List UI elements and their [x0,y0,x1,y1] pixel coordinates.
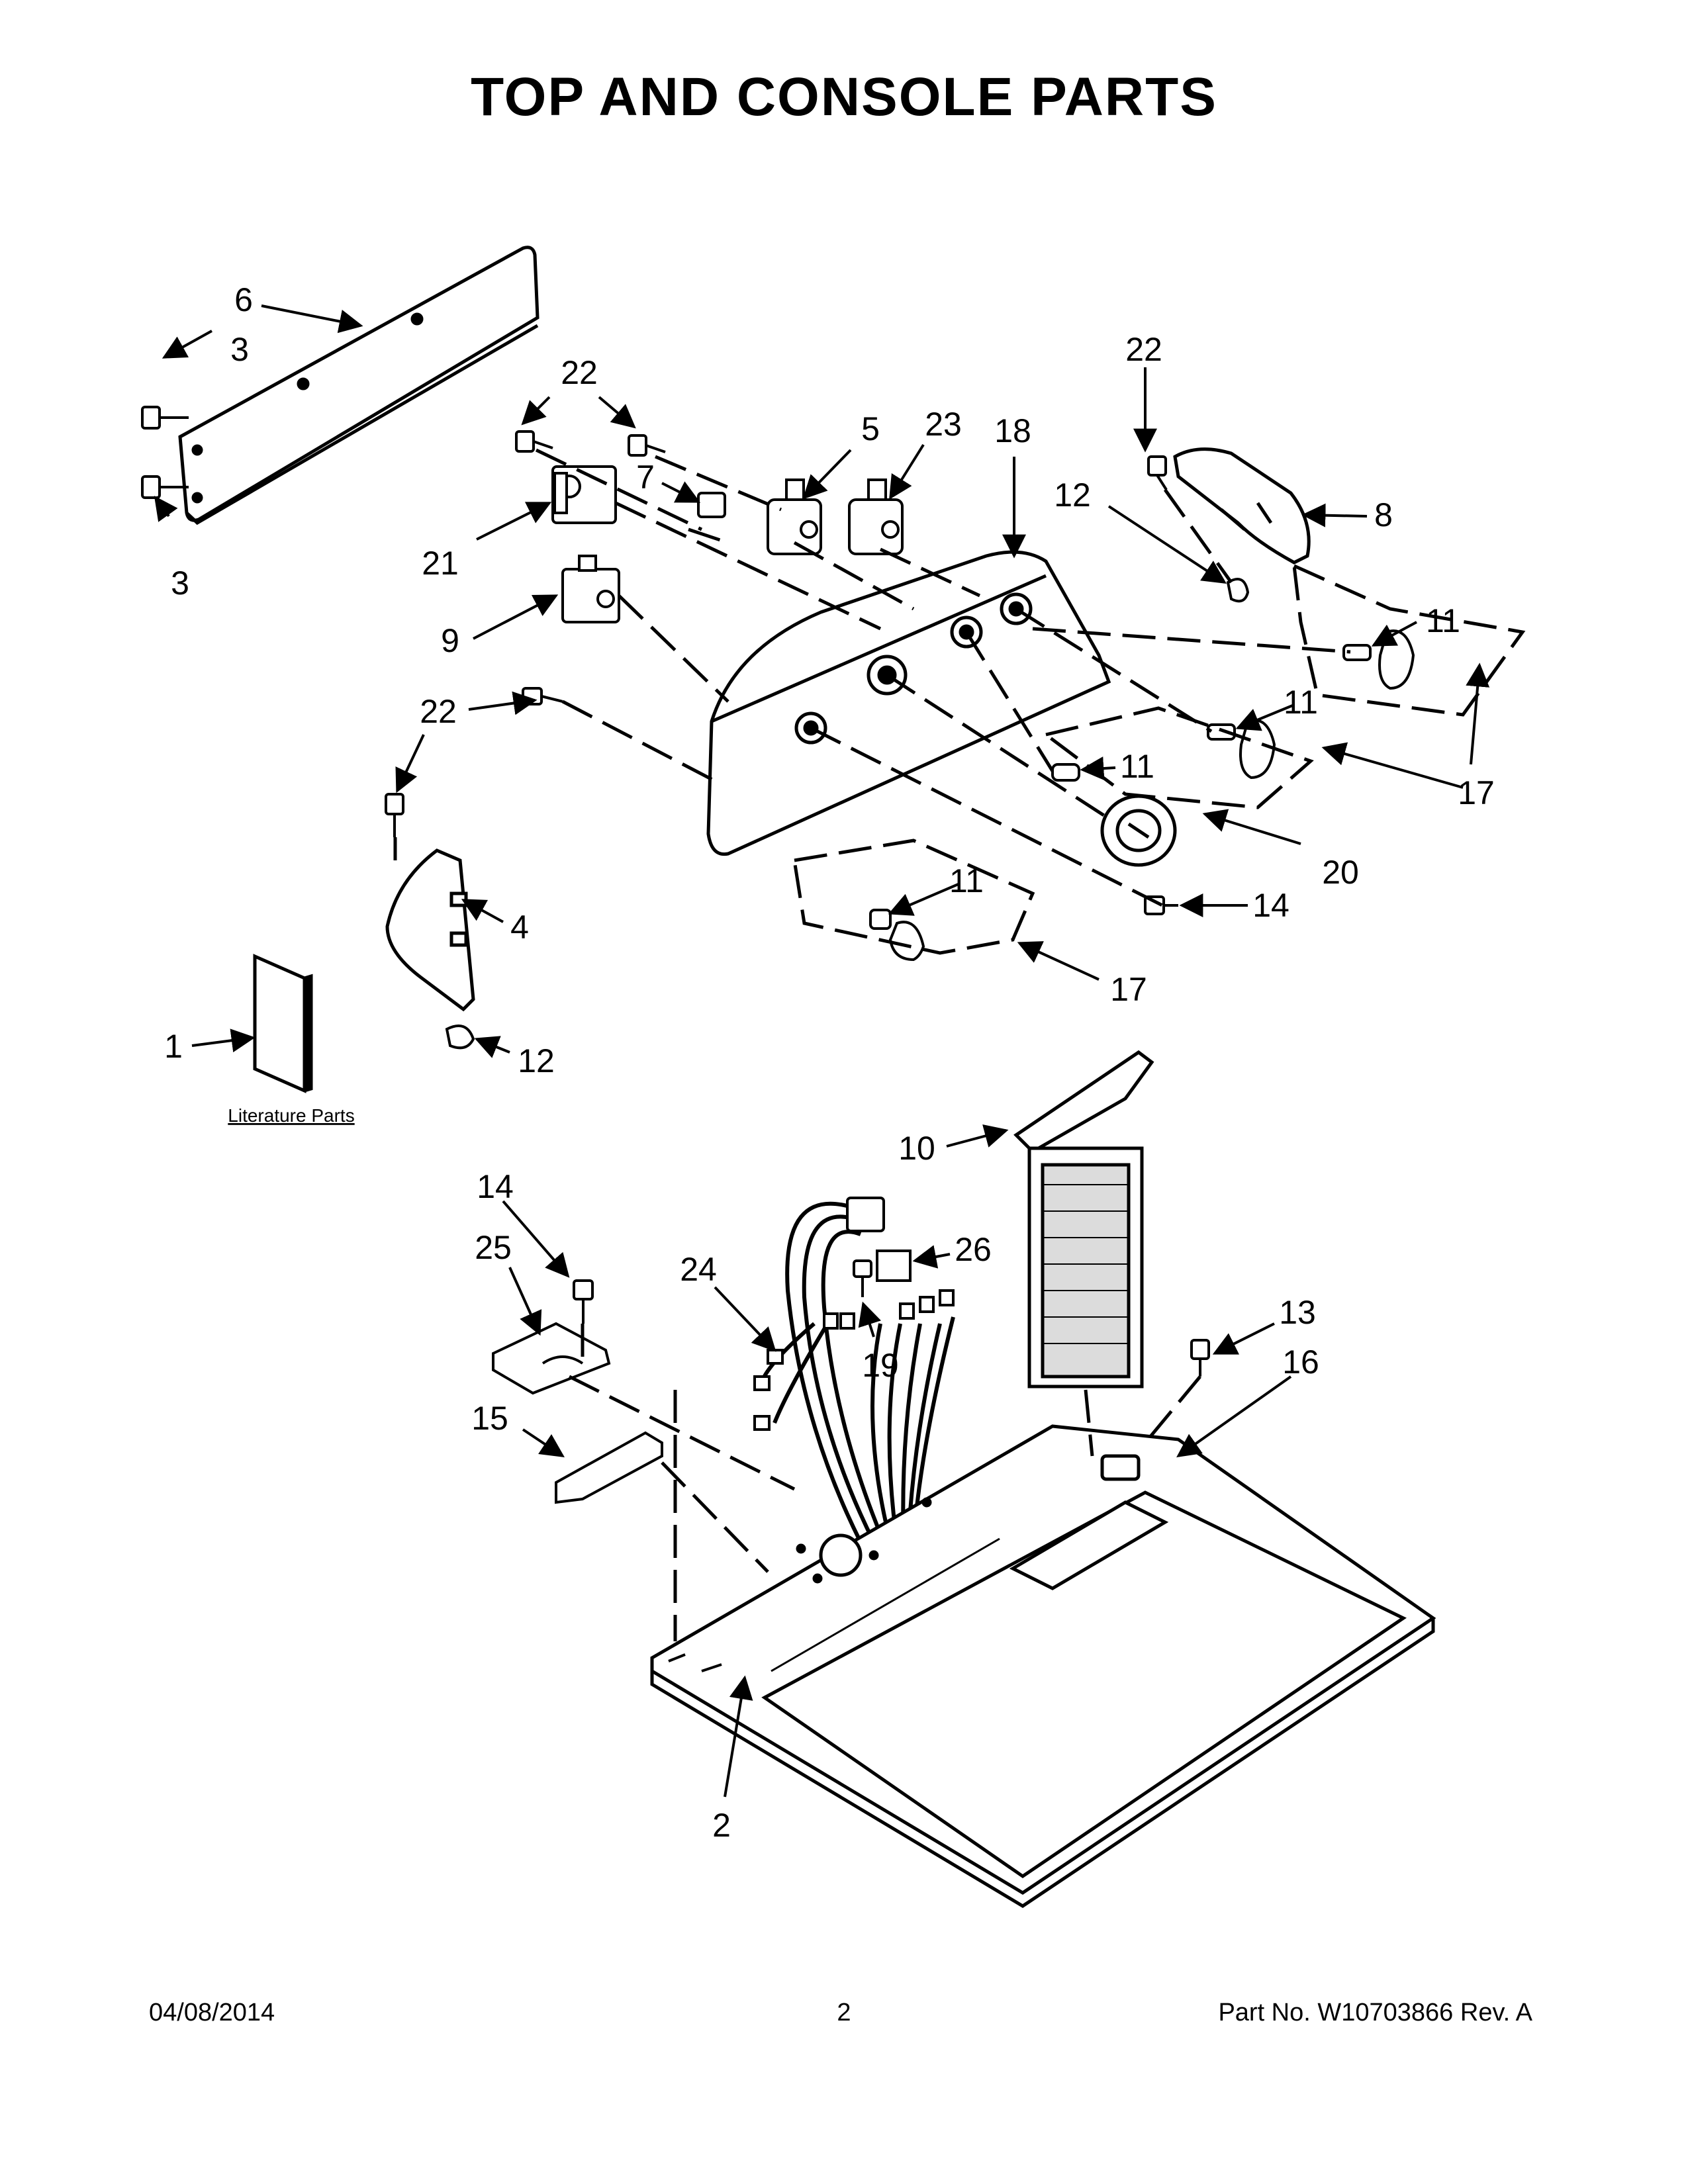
footer-page-number: 2 [837,1999,851,2026]
end-cap-part [1173,447,1311,565]
top-panel-part [650,1424,1436,1908]
screw-part [1144,895,1178,915]
callout-13: 13 [1279,1294,1316,1331]
callout-3: 3 [171,565,189,602]
callout-11: 11 [1426,602,1460,639]
callout-17: 17 [1458,774,1495,811]
callout-14: 14 [477,1168,514,1205]
callout-15: 15 [471,1400,508,1437]
screw-part [573,1279,594,1324]
wire-harness-part [759,1201,955,1543]
callout-16: 16 [1282,1343,1319,1381]
callout-23: 23 [925,406,962,443]
spring-part [869,644,1372,930]
callout-6: 6 [234,281,253,318]
literature-label: Literature Parts [228,1105,354,1126]
callout-11: 11 [1120,748,1154,785]
callout-numbers: 6 3 3 22 7 5 23 18 21 9 22 8 12 11 11 11… [164,281,1495,1844]
screw-part [853,1259,872,1297]
callout-2: 2 [712,1807,731,1844]
callout-4: 4 [510,909,529,946]
bracket-part [555,1431,663,1504]
callout-17: 17 [1110,971,1147,1008]
callout-25: 25 [475,1229,512,1266]
bracket-part [492,1322,611,1395]
timer-part [551,465,617,524]
literature-part [253,954,313,1093]
footer-part-number: Part No. W10703866 Rev. A [1218,1999,1532,2026]
callout-12: 12 [518,1042,555,1079]
page-title: TOP AND CONSOLE PARTS [471,67,1217,127]
console-part [706,550,1111,856]
footer-date: 04/08/2014 [149,1999,275,2026]
callout-8: 8 [1374,496,1393,533]
callout-19: 19 [862,1347,899,1384]
callout-5: 5 [861,410,880,447]
screw-part [1190,1339,1210,1377]
switch-part [697,492,726,518]
switch-part [561,555,620,623]
callout-20: 20 [1322,854,1359,891]
connector-part [753,1197,955,1431]
screw-part [515,430,666,457]
callout-22: 22 [420,693,457,730]
lint-filter-part [1013,1050,1154,1388]
callout-9: 9 [441,622,459,659]
switch-part [767,478,822,555]
callout-11: 11 [949,862,984,899]
knob-part [1100,794,1177,867]
callout-22: 22 [561,354,598,391]
assembly-lines [393,448,1526,1641]
rear-panel-part [178,246,539,525]
callout-3: 3 [230,331,249,368]
callout-arrows [154,304,1490,1797]
callout-11: 11 [1284,684,1318,721]
callout-10: 10 [898,1130,935,1167]
callout-1: 1 [164,1028,183,1065]
switch-part [848,478,904,555]
screw-part [141,406,189,499]
callout-18: 18 [994,412,1031,449]
callout-22: 22 [1125,331,1162,368]
callout-12: 12 [1054,477,1091,514]
callout-14: 14 [1252,887,1289,924]
callout-7: 7 [636,459,655,496]
end-cap-part [385,848,475,1012]
callout-26: 26 [955,1231,992,1268]
clip-part [445,578,1250,1050]
callout-21: 21 [422,545,459,582]
callout-24: 24 [680,1251,717,1288]
